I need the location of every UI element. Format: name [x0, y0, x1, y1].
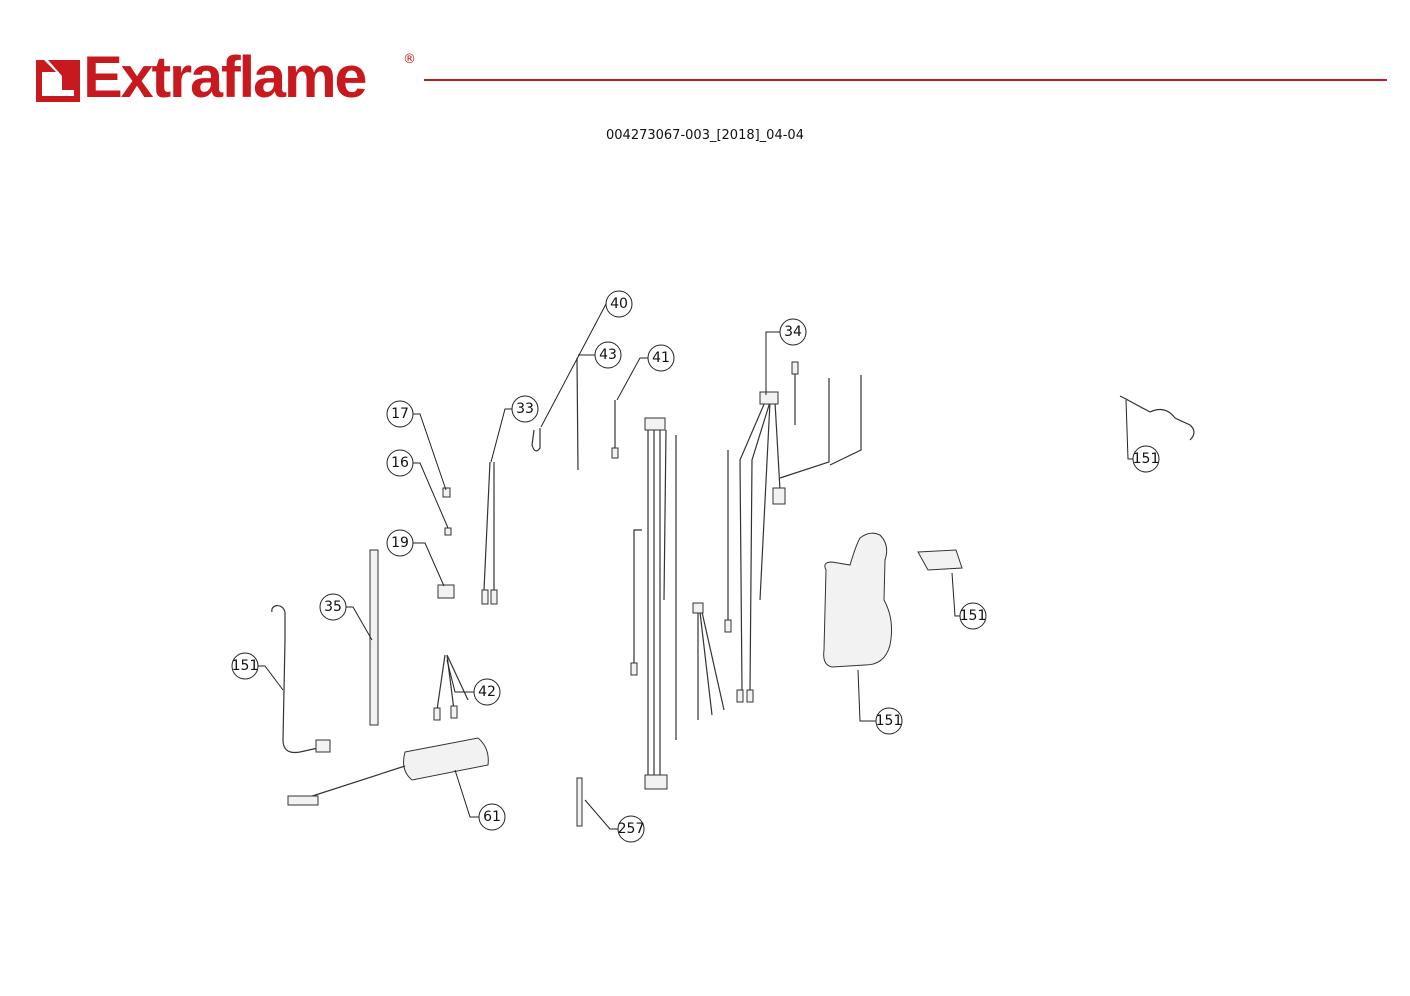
brand-name: Extraflame — [83, 45, 367, 110]
callout-61: 61 — [478, 803, 506, 831]
svg-text:151: 151 — [960, 608, 987, 624]
svg-text:33: 33 — [516, 401, 534, 417]
callout-151-plate: 151 — [959, 602, 987, 630]
callout-257: 257 — [617, 815, 645, 843]
callout-43: 43 — [594, 341, 622, 369]
callout-42: 42 — [473, 678, 501, 706]
svg-text:61: 61 — [483, 809, 501, 825]
callout-40: 40 — [605, 290, 633, 318]
header-divider — [424, 79, 1387, 81]
callout-151-cord: 151 — [231, 652, 259, 680]
svg-text:34: 34 — [784, 324, 802, 340]
svg-text:151: 151 — [232, 658, 259, 674]
logo-mark-icon — [36, 60, 80, 102]
callout-41: 41 — [647, 344, 675, 372]
document-code: 004273067-003_[2018]_04-04 — [606, 128, 804, 143]
svg-text:43: 43 — [599, 347, 617, 363]
svg-text:151: 151 — [876, 713, 903, 729]
callout-19: 19 — [386, 529, 414, 557]
callout-35: 35 — [319, 593, 347, 621]
svg-text:42: 42 — [478, 684, 496, 700]
svg-text:17: 17 — [391, 406, 409, 422]
svg-text:41: 41 — [652, 350, 670, 366]
leader-lines — [258, 303, 1133, 830]
callout-34: 34 — [779, 318, 807, 346]
svg-text:257: 257 — [618, 821, 645, 837]
callout-17: 17 — [386, 400, 414, 428]
svg-text:19: 19 — [391, 535, 409, 551]
svg-text:16: 16 — [391, 455, 409, 471]
svg-text:151: 151 — [1133, 451, 1160, 467]
svg-text:35: 35 — [324, 599, 342, 615]
callout-33: 33 — [511, 395, 539, 423]
callout-151-cable: 151 — [1132, 445, 1160, 473]
parts-drawing — [271, 357, 1195, 827]
registered-mark: ® — [403, 52, 416, 67]
svg-text:40: 40 — [610, 296, 628, 312]
callout-151-board: 151 — [875, 707, 903, 735]
brand-logo: Extraflame — [34, 45, 367, 110]
callout-16: 16 — [386, 449, 414, 477]
